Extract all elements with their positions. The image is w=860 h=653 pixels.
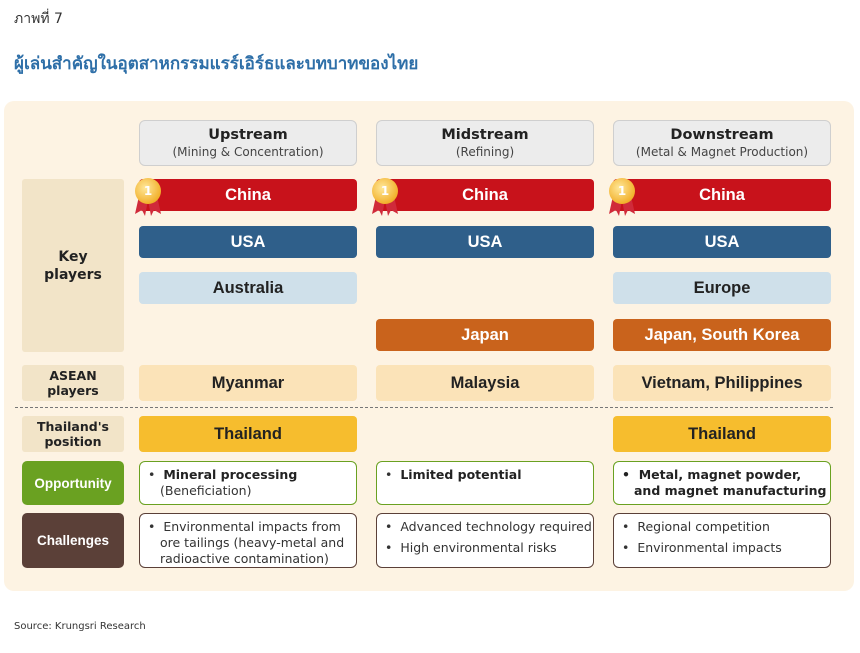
list-item: • Metal, magnet powder, and magnet manuf… <box>622 467 827 498</box>
challenge-text: Advanced technology required <box>400 519 592 534</box>
stage-subtitle: (Metal & Magnet Production) <box>635 145 809 159</box>
row-label-thailand-position: Thailand's position <box>22 416 124 452</box>
thailand-bar-upstream: Thailand <box>139 416 357 452</box>
player-bar-usa-upstream: USA <box>139 226 357 258</box>
challenge-text: High environmental risks <box>400 540 557 555</box>
source-note: Source: Krungsri Research <box>14 621 146 632</box>
list-item: • Environmental impacts from ore tailing… <box>148 519 345 566</box>
challenges-box-upstream: • Environmental impacts from ore tailing… <box>139 513 357 568</box>
player-bar-usa-downstream: USA <box>613 226 831 258</box>
challenges-box-downstream: • Regional competition • Environmental i… <box>613 513 831 568</box>
row-label-text: ASEAN players <box>47 368 99 398</box>
row-label-text: Key players <box>44 248 102 283</box>
asean-bar-midstream: Malaysia <box>376 365 594 401</box>
stage-name: Upstream <box>208 127 288 143</box>
list-item: • Environmental impacts <box>622 540 782 555</box>
player-bar-usa-midstream: USA <box>376 226 594 258</box>
medal-number: 1 <box>609 178 635 204</box>
challenge-text: Regional competition <box>637 519 770 534</box>
stage-header-upstream: Upstream (Mining & Concentration) <box>139 120 357 166</box>
medal-icon: 1 <box>370 176 400 216</box>
figure-label: ภาพที่ 7 <box>14 11 63 27</box>
opportunity-box-upstream: • Mineral processing (Beneficiation) <box>139 461 357 505</box>
stage-subtitle: (Refining) <box>455 145 515 159</box>
challenge-text: Environmental impacts from ore tailings … <box>160 519 345 566</box>
asean-bar-upstream: Myanmar <box>139 365 357 401</box>
medal-icon: 1 <box>607 176 637 216</box>
list-item: • Mineral processing <box>148 467 298 482</box>
list-item: • Advanced technology required <box>385 519 592 534</box>
figure-title: ผู้เล่นสำคัญในอุตสาหกรรมแรร์เอิร์ธและบทบ… <box>14 54 419 74</box>
list-item: • Limited potential <box>385 467 522 482</box>
list-item: • High environmental risks <box>385 540 557 555</box>
row-label-opportunity: Opportunity <box>22 461 124 505</box>
opportunity-box-downstream: • Metal, magnet powder, and magnet manuf… <box>613 461 831 505</box>
medal-number: 1 <box>135 178 161 204</box>
list-item: • Regional competition <box>622 519 770 534</box>
player-bar-europe-downstream: Europe <box>613 272 831 304</box>
asean-bar-downstream: Vietnam, Philippines <box>613 365 831 401</box>
opportunity-main: Mineral processing <box>163 467 298 482</box>
opportunity-note: (Beneficiation) <box>160 483 252 498</box>
section-divider <box>15 407 833 408</box>
opportunity-main: Metal, magnet powder, and magnet manufac… <box>634 467 827 498</box>
opportunity-main: Limited potential <box>400 467 522 482</box>
player-bar-australia-upstream: Australia <box>139 272 357 304</box>
row-label-asean-players: ASEAN players <box>22 365 124 401</box>
stage-subtitle: (Mining & Concentration) <box>172 145 324 159</box>
challenge-text: Environmental impacts <box>637 540 782 555</box>
row-label-text: Thailand's position <box>37 419 109 449</box>
challenges-box-midstream: • Advanced technology required • High en… <box>376 513 594 568</box>
row-label-key-players: Key players <box>22 179 124 352</box>
player-bar-china-midstream: China <box>376 179 594 211</box>
stage-name: Downstream <box>670 127 774 143</box>
player-bar-japan-korea-downstream: Japan, South Korea <box>613 319 831 351</box>
player-bar-china-downstream: China <box>613 179 831 211</box>
row-label-challenges: Challenges <box>22 513 124 568</box>
stage-name: Midstream <box>441 127 529 143</box>
player-bar-japan-midstream: Japan <box>376 319 594 351</box>
stage-header-midstream: Midstream (Refining) <box>376 120 594 166</box>
medal-number: 1 <box>372 178 398 204</box>
thailand-bar-downstream: Thailand <box>613 416 831 452</box>
medal-icon: 1 <box>133 176 163 216</box>
opportunity-box-midstream: • Limited potential <box>376 461 594 505</box>
player-bar-china-upstream: China <box>139 179 357 211</box>
stage-header-downstream: Downstream (Metal & Magnet Production) <box>613 120 831 166</box>
